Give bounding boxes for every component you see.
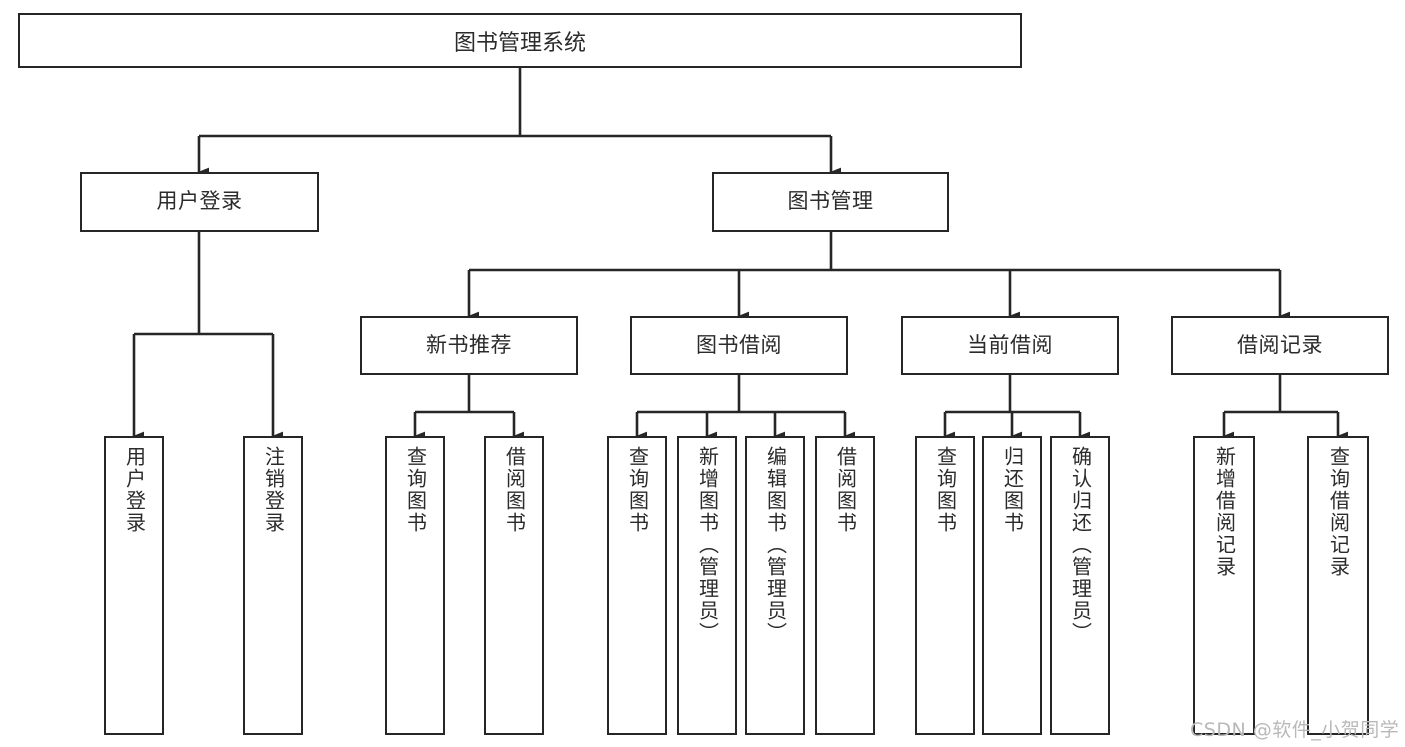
node-label: 图书借阅 (696, 332, 782, 357)
node-label: 借阅记录 (1237, 332, 1323, 357)
leaf-newbook-borrow-book[interactable]: 借阅图书 (484, 436, 544, 735)
node-label: 查询图书 (933, 446, 958, 534)
leaf-borrow-query-book[interactable]: 查询图书 (607, 436, 667, 735)
leaf-user-logout[interactable]: 注销登录 (243, 436, 303, 735)
node-current-borrow[interactable]: 当前借阅 (901, 316, 1119, 375)
node-label: 图书管理 (787, 189, 874, 214)
node-new-book-recommend[interactable]: 新书推荐 (360, 316, 578, 375)
node-user-login[interactable]: 用户登录 (80, 172, 319, 232)
node-label: 归还图书 (1000, 446, 1025, 534)
leaf-current-return-book[interactable]: 归还图书 (982, 436, 1042, 735)
node-label: 当前借阅 (967, 332, 1053, 357)
leaf-borrow-add-book[interactable]: 新增图书（管理员） (677, 436, 737, 735)
leaf-current-query-book[interactable]: 查询图书 (915, 436, 975, 735)
node-root-system[interactable]: 图书管理系统 (18, 13, 1022, 68)
node-label: 新增借阅记录 (1212, 446, 1237, 578)
leaf-record-query-record[interactable]: 查询借阅记录 (1307, 436, 1369, 735)
node-book-borrow[interactable]: 图书借阅 (630, 316, 848, 375)
leaf-record-add-record[interactable]: 新增借阅记录 (1193, 436, 1255, 735)
node-book-management[interactable]: 图书管理 (712, 172, 949, 232)
node-label: 用户登录 (122, 446, 147, 534)
node-label: 新增图书（管理员） (695, 446, 720, 644)
node-label: 注销登录 (261, 446, 286, 534)
leaf-borrow-borrow-book[interactable]: 借阅图书 (815, 436, 875, 735)
node-label: 借阅图书 (502, 446, 527, 534)
leaf-user-login[interactable]: 用户登录 (104, 436, 164, 735)
node-label: 确认归还（管理员） (1068, 446, 1093, 644)
csdn-watermark: CSDN @软件_小贺同学 (1190, 719, 1400, 741)
node-label: 查询借阅记录 (1326, 446, 1351, 578)
leaf-current-confirm-return[interactable]: 确认归还（管理员） (1050, 436, 1110, 735)
leaf-newbook-query-book[interactable]: 查询图书 (385, 436, 445, 735)
node-label: 编辑图书（管理员） (763, 446, 788, 644)
leaf-borrow-edit-book[interactable]: 编辑图书（管理员） (745, 436, 805, 735)
node-label: 查询图书 (403, 446, 428, 534)
node-label: 查询图书 (625, 446, 650, 534)
node-label: 新书推荐 (426, 332, 512, 357)
node-label: 图书管理系统 (453, 30, 586, 56)
node-borrow-record[interactable]: 借阅记录 (1171, 316, 1389, 375)
node-label: 用户登录 (156, 189, 243, 214)
node-label: 借阅图书 (833, 446, 858, 534)
